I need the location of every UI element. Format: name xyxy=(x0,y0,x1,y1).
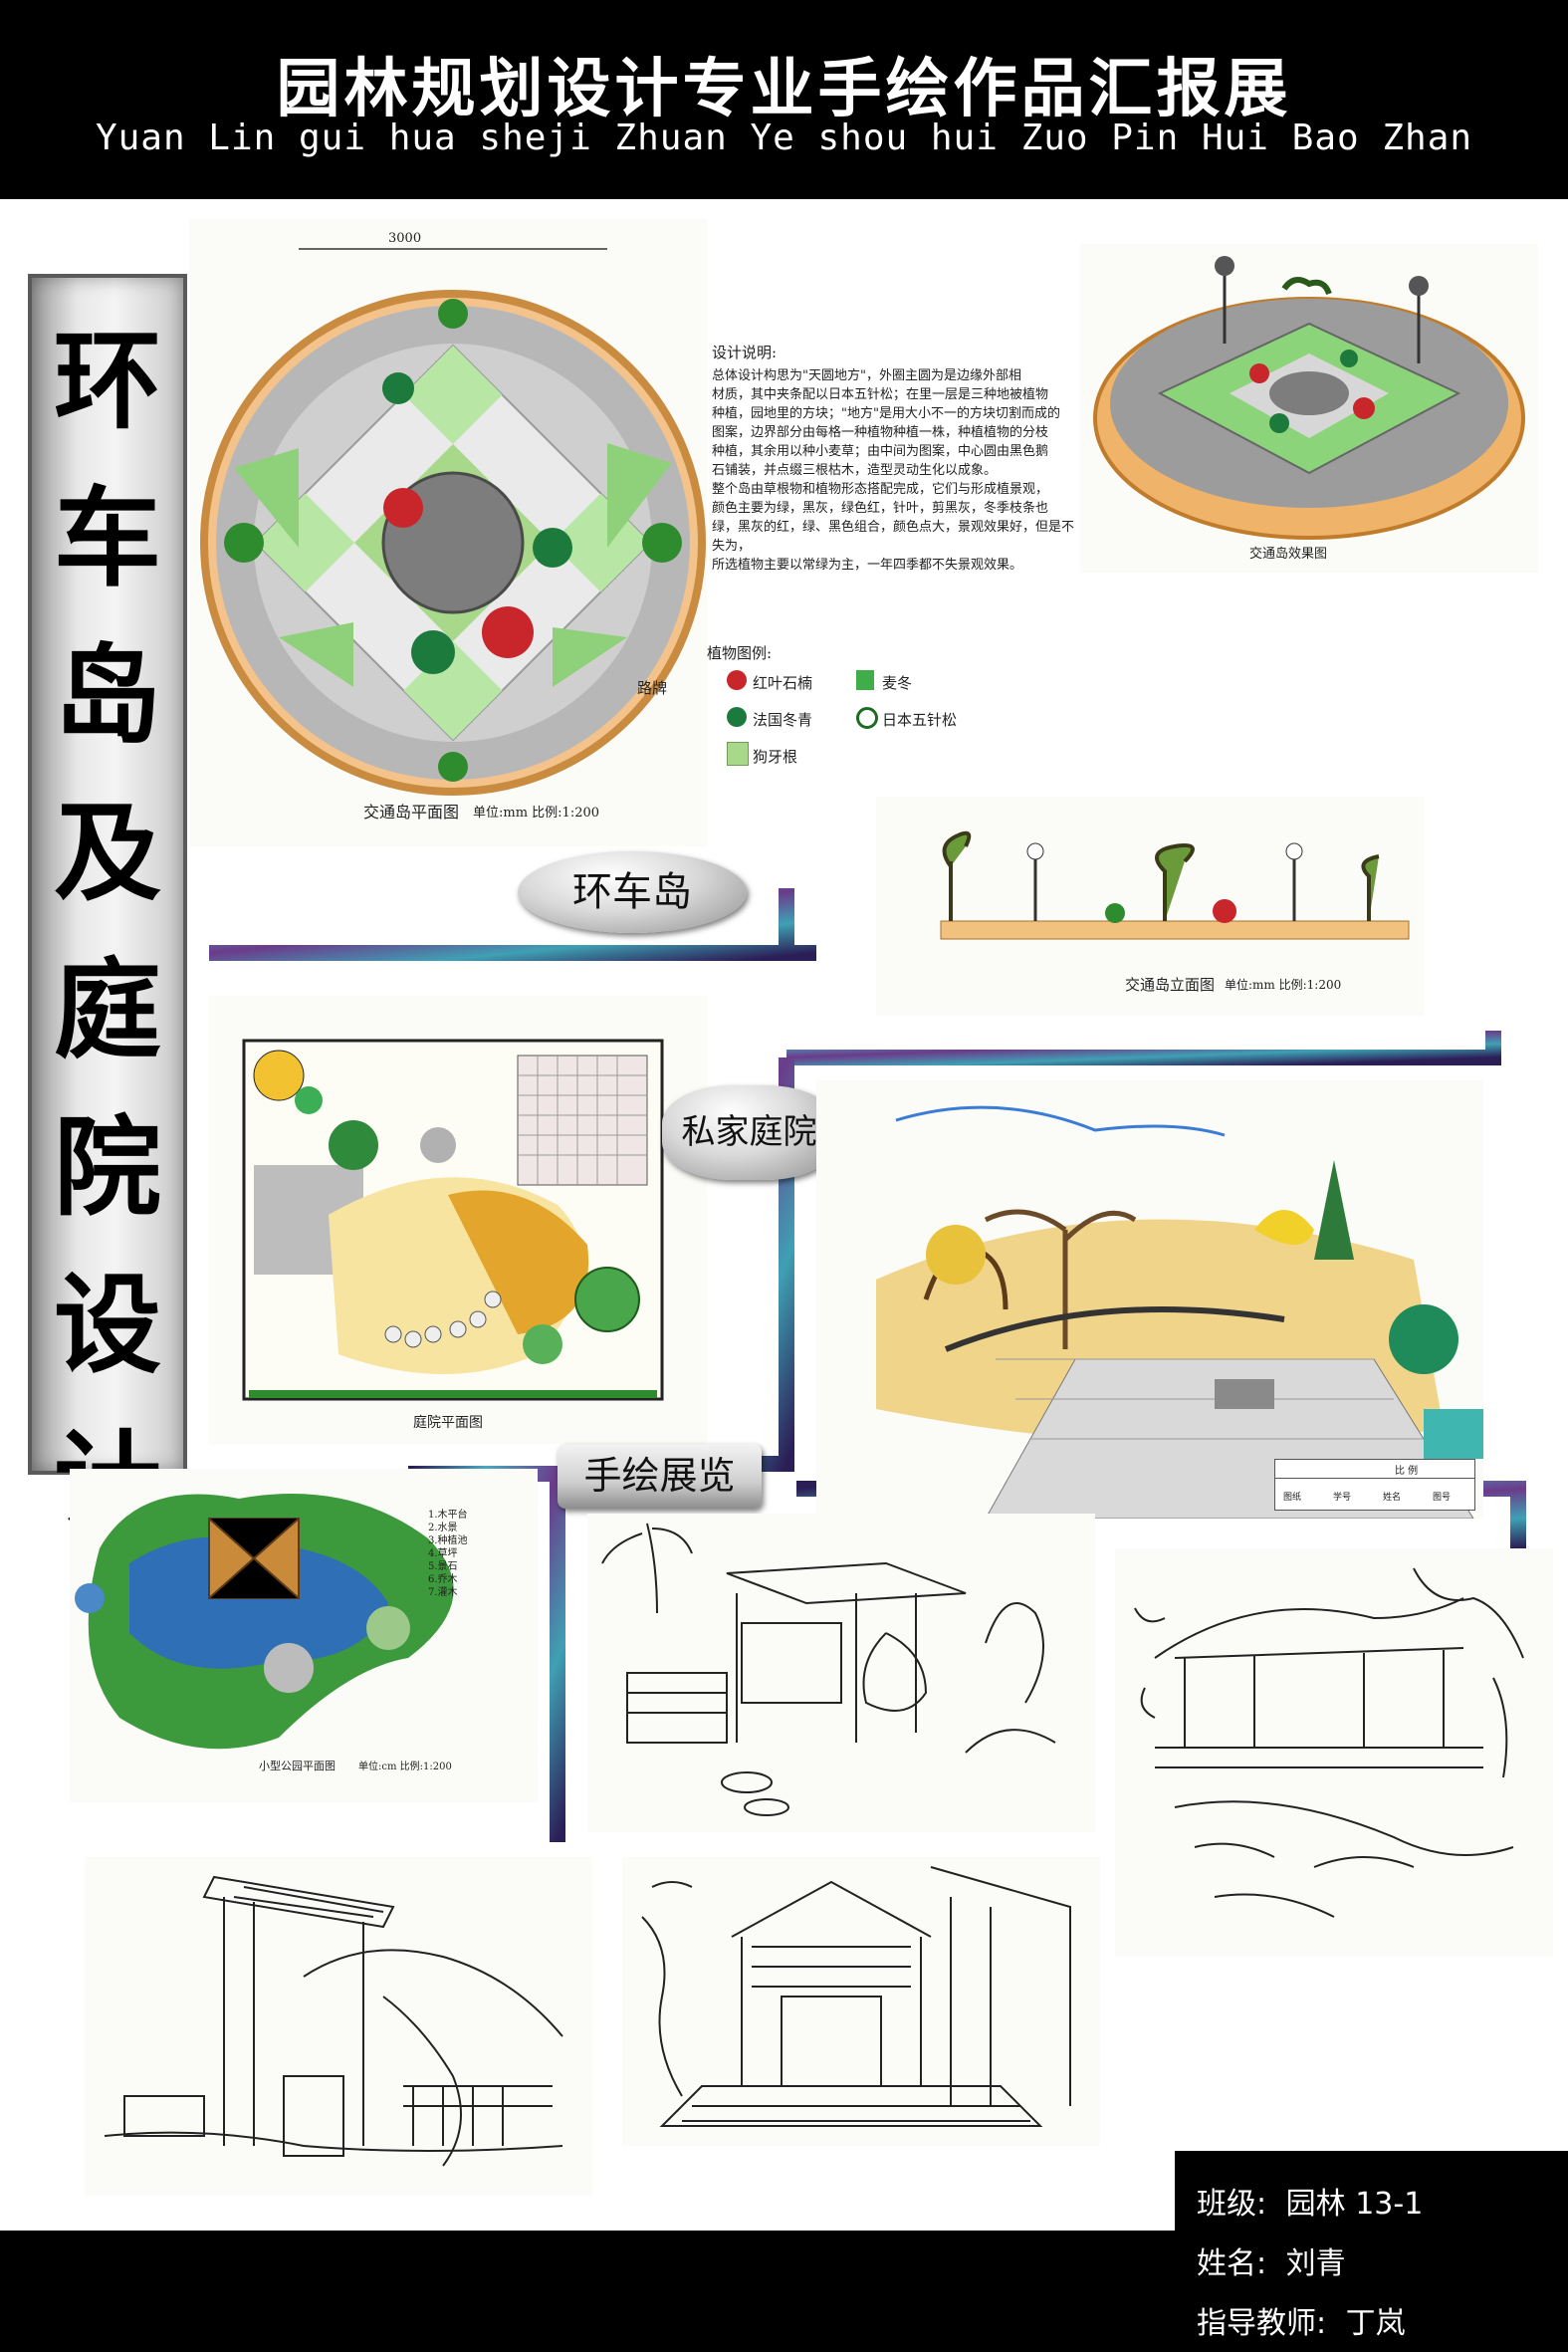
courtyard-plan-caption: 庭院平面图 xyxy=(413,1415,483,1431)
sketch-pergola-illustration xyxy=(104,1875,563,2167)
class-value: 园林 13-1 xyxy=(1285,2187,1424,2222)
courtyard-plan-illustration xyxy=(242,1039,664,1401)
small-garden-legend: 1.木平台 2.水景 3.种植池 4.草坪 5.景石 6.乔木 7.灌木 xyxy=(428,1509,468,1599)
legend-item: 1.木平台 xyxy=(428,1510,468,1521)
sketch-wooden-house-illustration xyxy=(641,1866,1071,2127)
legend-item: 2.水景 xyxy=(428,1523,458,1533)
name-label: 姓名: xyxy=(1197,2246,1267,2281)
name-row: 姓名: 刘青 xyxy=(1197,2238,1346,2282)
notes-line: 种植，其余用以种小麦草；由中间为图案，中心圆由黑色鹅 xyxy=(712,444,1049,459)
courtyard-perspective-drawing: 比 例 图纸 学号 姓名 图号 xyxy=(816,1080,1483,1520)
island-plan-scale: 单位:mm 比例:1:200 xyxy=(473,806,600,821)
island-plan-illustration xyxy=(200,248,706,796)
class-label: 班级: xyxy=(1197,2187,1267,2222)
legend-swatch-lightgreen-icon xyxy=(727,742,749,766)
notes-line: 绿，黑灰的红，绿、黑色组合，颜色点大，景观效果好，但是不失为， xyxy=(712,520,1075,554)
courtyard-plan-drawing: 庭院平面图 xyxy=(209,996,707,1444)
island-perspective-illustration xyxy=(1093,256,1525,540)
design-notes: 设计说明: 总体设计构思为"天圆地方"，外圈主圆为是边缘外部相 材质，其中夹条配… xyxy=(712,344,1080,575)
section-label-courtyard: 私家庭院 xyxy=(662,1085,836,1180)
sketch-pavilion-illustration xyxy=(1134,1567,1524,1918)
legend-item: 6.乔木 xyxy=(428,1574,458,1585)
notes-line: 整个岛由草根物和植物形态搭配完成，它们与形成植景观， xyxy=(712,482,1049,497)
notes-line: 材质，其中夹条配以日本五针松；在里一层是三种地被植物 xyxy=(712,387,1049,402)
island-elevation-caption: 交通岛立面图 xyxy=(1125,976,1216,994)
teacher-label: 指导教师: xyxy=(1197,2306,1327,2341)
courtyard-perspective-illustration xyxy=(876,1105,1483,1520)
section-label-island: 环车岛 xyxy=(518,851,747,933)
vertical-title-banner: 环车岛及庭院设计 xyxy=(28,274,187,1545)
notes-line: 总体设计构思为"天圆地方"，外圈主圆为是边缘外部相 xyxy=(712,368,1021,383)
header-bar: 园林规划设计专业手绘作品汇报展 Yuan Lin gui hua sheji Z… xyxy=(0,0,1568,199)
legend-title: 植物图例: xyxy=(707,644,773,662)
legend-label: 麦冬 xyxy=(882,674,913,692)
notes-line: 石铺装，并点缀三根枯木，造型灵动生化以成象。 xyxy=(712,463,998,478)
sketch-house-deck-illustration xyxy=(601,1523,1056,1816)
road-sign-label: 路牌 xyxy=(637,679,668,697)
legend-swatch-green-square-icon xyxy=(856,670,874,690)
island-perspective-caption: 交通岛效果图 xyxy=(1249,547,1328,562)
author-info-box: 班级: 园林 13-1 姓名: 刘青 指导教师: 丁岚 xyxy=(1175,2151,1568,2352)
sketch-wooden-house xyxy=(622,1857,1100,2146)
sketch-house-deck xyxy=(587,1514,1095,1832)
legend-item: 3.种植池 xyxy=(428,1535,468,1546)
notes-line: 图案，边界部分由每格一种植物种植一株，种植植物的分枝 xyxy=(712,425,1049,440)
legend-label: 法国冬青 xyxy=(753,711,813,729)
legend-label: 红叶石楠 xyxy=(753,674,813,692)
small-garden-plan-illustration xyxy=(75,1494,454,1750)
sketch-pavilion xyxy=(1115,1548,1553,1957)
island-elevation-scale: 单位:mm 比例:1:200 xyxy=(1225,978,1342,992)
island-plan-caption: 交通岛平面图 xyxy=(363,803,460,822)
teacher-value: 丁岚 xyxy=(1345,2306,1406,2341)
legend-item: 4.草坪 xyxy=(428,1548,458,1559)
legend-swatch-ring-icon xyxy=(856,707,878,729)
page-subtitle: Yuan Lin gui hua sheji Zhuan Ye shou hui… xyxy=(95,118,1473,158)
teacher-row: 指导教师: 丁岚 xyxy=(1197,2298,1406,2342)
plant-legend: 植物图例: 红叶石楠 麦冬 法国冬青 日本五针松 狗牙根 xyxy=(707,642,1035,782)
island-elevation-illustration xyxy=(940,830,1410,940)
legend-label: 日本五针松 xyxy=(882,711,958,729)
title-block-scale-label: 比 例 xyxy=(1395,1466,1419,1477)
title-block-divider xyxy=(1275,1478,1474,1479)
vertical-title: 环车岛及庭院设计 xyxy=(53,319,161,1545)
title-block-cell: 姓名 xyxy=(1383,1493,1402,1503)
legend-swatch-darkgreen-icon xyxy=(727,707,747,727)
legend-item: 5.景石 xyxy=(428,1561,458,1572)
page-title: 园林规划设计专业手绘作品汇报展 xyxy=(276,53,1292,126)
small-garden-caption: 小型公园平面图 xyxy=(259,1760,336,1772)
notes-line: 颜色主要为绿，黑灰，绿色红，针叶，剪黑灰，冬季枝条也 xyxy=(712,501,1049,516)
legend-item: 7.灌木 xyxy=(428,1587,458,1598)
island-perspective-drawing: 交通岛效果图 xyxy=(1080,244,1538,573)
section-label-exhibition: 手绘展览 xyxy=(558,1444,762,1509)
notes-line: 所选植物主要以常绿为主，一年四季都不失景观效果。 xyxy=(712,558,1023,573)
name-value: 刘青 xyxy=(1285,2246,1346,2281)
legend-label: 狗牙根 xyxy=(753,748,798,766)
legend-swatch-red-icon xyxy=(727,670,747,690)
class-row: 班级: 园林 13-1 xyxy=(1197,2179,1423,2223)
title-block-cell: 图纸 xyxy=(1283,1493,1302,1503)
small-garden-scale: 单位:cm 比例:1:200 xyxy=(358,1762,452,1772)
sketch-pergola xyxy=(85,1857,592,2196)
title-block-cell: 图号 xyxy=(1433,1493,1452,1503)
notes-line: 种植，园地里的方块；"地方"是用大小不一的方块切割而成的 xyxy=(712,406,1060,421)
dimension-label: 3000 xyxy=(388,231,422,246)
island-elevation-drawing: 交通岛立面图 单位:mm 比例:1:200 xyxy=(876,797,1424,1016)
small-garden-plan-drawing: 1.木平台 2.水景 3.种植池 4.草坪 5.景石 6.乔木 7.灌木 小型公… xyxy=(70,1469,538,1802)
title-block-cell: 学号 xyxy=(1333,1493,1352,1503)
title-block: 比 例 图纸 学号 姓名 图号 xyxy=(1274,1459,1475,1511)
design-notes-title: 设计说明: xyxy=(712,344,778,361)
island-plan-drawing: 3000 路牌 交通岛平面图 单位:mm 比例:1:200 xyxy=(189,219,707,846)
